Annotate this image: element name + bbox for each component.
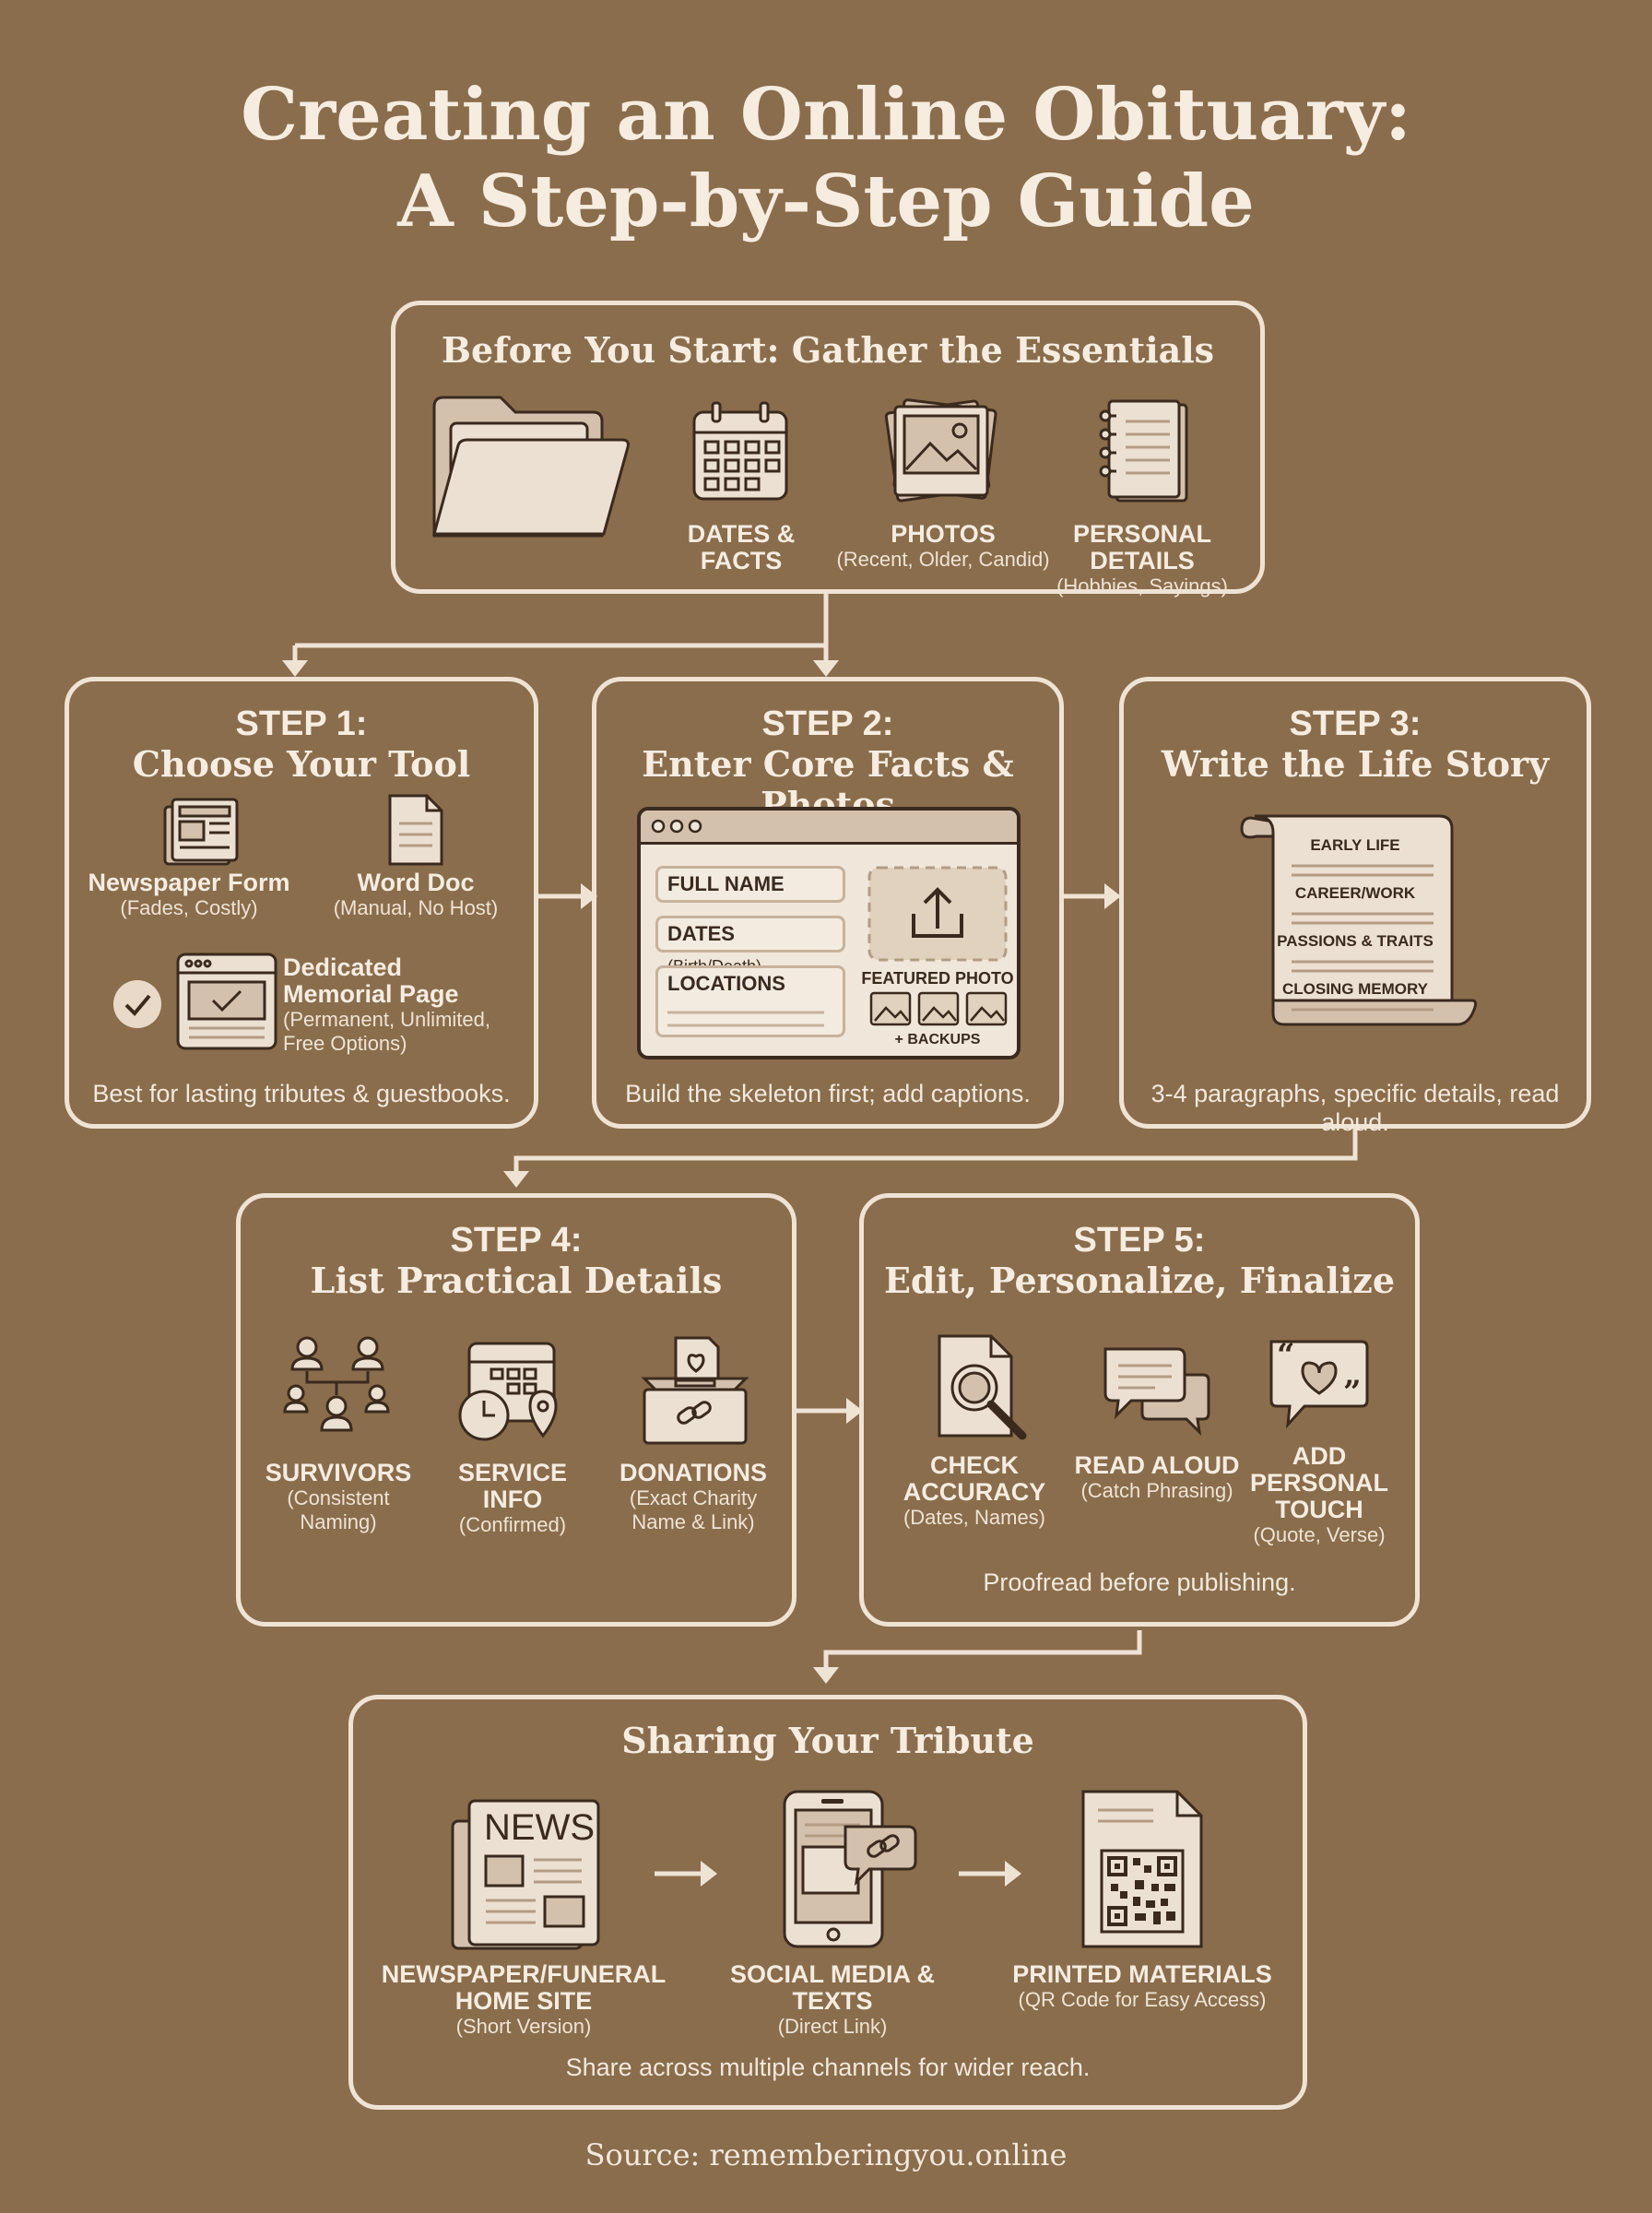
essentials-heading: Before You Start: Gather the Essentials bbox=[441, 329, 1215, 371]
step4-item-survivors: SURVIVORS (Consistent Naming) bbox=[265, 1459, 412, 1534]
step3-number: STEP 3: bbox=[1289, 704, 1422, 743]
sharing-heading: Sharing Your Tribute bbox=[621, 1720, 1034, 1761]
step3-box: STEP 3: Write the Life Story EARLY LIFE … bbox=[1119, 677, 1591, 1136]
locations-field: LOCATIONS bbox=[655, 965, 845, 1037]
speech-bubbles-icon bbox=[1103, 1347, 1210, 1436]
step4-item-service: SERVICE INFO (Confirmed) bbox=[457, 1459, 568, 1537]
step5-item-read-aloud: READ ALOUD (Catch Phrasing) bbox=[1074, 1451, 1240, 1503]
step1-box: STEP 1: Choose Your Tool Newspaper Form … bbox=[65, 677, 538, 1129]
memorial-page-icon bbox=[176, 953, 277, 1050]
step2-box: STEP 2: Enter Core Facts & Photos FULL N… bbox=[592, 677, 1064, 1129]
svg-text:”: ” bbox=[1343, 1374, 1362, 1411]
window-titlebar bbox=[641, 811, 1017, 845]
step4-item-donations: DONATIONS (Exact Charity Name & Link) bbox=[620, 1459, 767, 1534]
essentials-box: Before You Start: Gather the Essentials … bbox=[391, 301, 1265, 598]
sharing-item-newspaper: NEWSPAPER/FUNERAL HOME SITE (Short Versi… bbox=[381, 1960, 667, 2039]
step5-item-check: CHECK ACCURACY (Dates, Names) bbox=[903, 1451, 1046, 1530]
step2-title: Enter Core Facts & Photos bbox=[642, 743, 1014, 825]
essentials-label-photos: PHOTOS (Recent, Older, Candid) bbox=[836, 520, 1050, 572]
sharing-item-printed: PRINTED MATERIALS (QR Code for Easy Acce… bbox=[1012, 1960, 1272, 2012]
magnifier-document-icon bbox=[938, 1334, 1027, 1440]
title-line-2: A Step-by-Step Guide bbox=[397, 160, 1255, 243]
family-tree-icon bbox=[283, 1336, 390, 1432]
featured-photo-label: FEATURED PHOTO bbox=[861, 969, 1014, 988]
step1-title: Choose Your Tool bbox=[132, 743, 471, 785]
title-line-1: Creating an Online Obituary: bbox=[241, 73, 1411, 157]
page-title: Creating an Online Obituary: A Step-by-S… bbox=[0, 72, 1652, 245]
document-icon bbox=[388, 794, 443, 866]
sharing-box: Sharing Your Tribute NEWS NEWSPAPER/FUNE… bbox=[348, 1695, 1307, 2110]
step3-title: Write the Life Story bbox=[1161, 743, 1550, 785]
step1-number: STEP 1: bbox=[235, 704, 368, 743]
checkmark-icon bbox=[113, 980, 161, 1028]
news-text: NEWS bbox=[484, 1807, 595, 1848]
source-credit: Source: rememberingyou.online bbox=[584, 2137, 1068, 2172]
service-calendar-icon bbox=[458, 1342, 558, 1441]
newspaper-news-icon: NEWS bbox=[451, 1799, 600, 1950]
step5-item-personal: ADD PERSONAL TOUCH (Quote, Verse) bbox=[1249, 1442, 1389, 1547]
qr-code-icon bbox=[1081, 1790, 1203, 1948]
step3-caption: 3-4 paragraphs, specific details, read a… bbox=[1150, 1080, 1560, 1136]
scroll-section-career: CAREER/WORK bbox=[1294, 884, 1416, 902]
backups-label: + BACKUPS bbox=[894, 1032, 981, 1047]
sharing-item-social: SOCIAL MEDIA & TEXTS (Direct Link) bbox=[729, 1960, 935, 2039]
step5-caption: Proofread before publishing. bbox=[983, 1568, 1296, 1596]
phone-link-icon bbox=[783, 1790, 917, 1948]
form-window: FULL NAME DATES (Birth/Death) LOCATIONS … bbox=[637, 807, 1021, 1059]
step1-option-newspaper: Newspaper Form (Fades, Costly) bbox=[88, 869, 290, 920]
window-dots-icon bbox=[651, 819, 702, 834]
calendar-icon bbox=[692, 401, 788, 501]
dates-field: DATES (Birth/Death) bbox=[655, 916, 845, 976]
notebook-icon bbox=[1099, 399, 1188, 503]
step1-option-memorial: Dedicated Memorial Page (Permanent, Unli… bbox=[283, 953, 490, 1056]
sharing-caption: Share across multiple channels for wider… bbox=[565, 2053, 1091, 2081]
step5-box: STEP 5: Edit, Personalize, Finalize CHEC… bbox=[859, 1193, 1420, 1627]
full-name-field: FULL NAME bbox=[655, 866, 845, 903]
upload-icon bbox=[867, 866, 1008, 962]
step4-box: STEP 4: List Practical Details SURVIVORS… bbox=[236, 1193, 796, 1627]
step1-caption: Best for lasting tributes & guestbooks. bbox=[92, 1080, 511, 1107]
scroll-section-early-life: EARLY LIFE bbox=[1310, 836, 1400, 854]
scroll-section-closing: CLOSING MEMORY bbox=[1281, 980, 1429, 998]
photos-icon bbox=[884, 398, 997, 503]
thumbnail-photos-icon bbox=[869, 991, 1008, 1026]
step1-option-word: Word Doc (Manual, No Host) bbox=[333, 869, 499, 920]
svg-text:“: “ bbox=[1277, 1337, 1295, 1374]
newspaper-icon bbox=[163, 798, 239, 866]
step2-number: STEP 2: bbox=[761, 704, 894, 743]
quote-heart-icon: “ ” bbox=[1269, 1337, 1369, 1429]
scroll-icon bbox=[1240, 814, 1478, 1026]
folder-icon bbox=[432, 396, 630, 538]
essentials-label-dates: DATES & FACTS bbox=[687, 520, 796, 574]
step4-title: List Practical Details bbox=[310, 1260, 723, 1301]
step4-number: STEP 4: bbox=[450, 1221, 583, 1260]
essentials-label-personal: PERSONAL DETAILS (Hobbies, Sayings) bbox=[1056, 520, 1228, 598]
donation-box-icon bbox=[641, 1336, 749, 1445]
step5-number: STEP 5: bbox=[1073, 1221, 1206, 1260]
scroll-section-passions: PASSIONS & TRAITS bbox=[1277, 932, 1434, 950]
step2-caption: Build the skeleton first; add captions. bbox=[625, 1080, 1031, 1107]
step5-title: Edit, Personalize, Finalize bbox=[883, 1260, 1396, 1301]
